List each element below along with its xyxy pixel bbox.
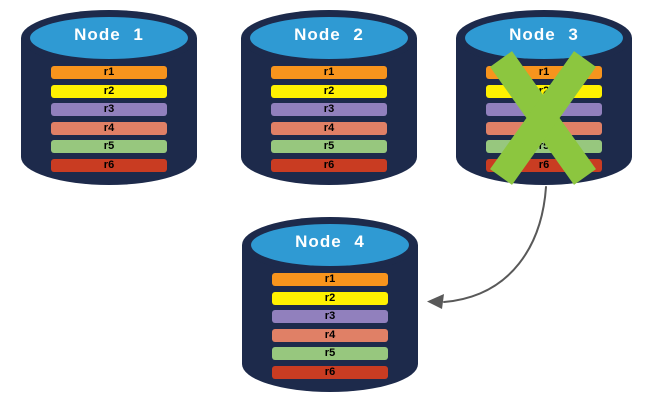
replica-bar-r2: r2	[271, 84, 387, 98]
replica-bar-r5: r5	[272, 347, 388, 360]
replica-bar-r5: r5	[271, 140, 387, 153]
node-4: Node 4 r1 r2 r3 r4 r5 r6	[241, 212, 419, 394]
node-2: Node 2 r1 r2 r3 r4 r5 r6	[240, 5, 418, 187]
cylinder-top-face	[250, 17, 408, 59]
replica-bar-r5: r5	[51, 140, 167, 153]
replica-bar-r4: r4	[272, 328, 388, 342]
replica-bar-r5: r5	[486, 140, 602, 153]
arrowhead-icon	[427, 294, 444, 309]
replica-bar-r4: r4	[271, 121, 387, 135]
replica-bar-r6: r6	[486, 158, 602, 172]
node-3: Node 3 r1 r2 r3 r4 r5 r6	[455, 5, 633, 187]
arrow-curve	[443, 186, 547, 303]
replica-bar-r1: r1	[271, 66, 387, 79]
replica-bar-r1: r1	[51, 66, 167, 79]
replica-bar-r2: r2	[272, 291, 388, 305]
replica-list: r1 r2 r3 r4 r5 r6	[272, 273, 388, 379]
replica-bar-r6: r6	[51, 158, 167, 172]
replica-list: r1 r2 r3 r4 r5 r6	[486, 66, 602, 172]
replica-bar-r6: r6	[272, 365, 388, 379]
replica-bar-r4: r4	[51, 121, 167, 135]
replica-bar-r3: r3	[51, 103, 167, 116]
replica-list: r1 r2 r3 r4 r5 r6	[271, 66, 387, 172]
node-1: Node 1 r1 r2 r3 r4 r5 r6	[20, 5, 198, 187]
node-title: Node 2	[294, 25, 364, 44]
replica-bar-r3: r3	[486, 103, 602, 116]
replica-bar-r1: r1	[486, 66, 602, 79]
cylinder-top-face	[251, 224, 409, 266]
replica-bar-r3: r3	[272, 310, 388, 323]
replica-bar-r3: r3	[271, 103, 387, 116]
replica-bar-r2: r2	[486, 84, 602, 98]
node-title: Node 1	[74, 25, 144, 44]
replica-bar-r4: r4	[486, 121, 602, 135]
cylinder-top-face	[465, 17, 623, 59]
cylinder-top-face	[30, 17, 188, 59]
replica-bar-r1: r1	[272, 273, 388, 286]
node-title: Node 3	[509, 25, 579, 44]
replica-bar-r6: r6	[271, 158, 387, 172]
node-title: Node 4	[295, 232, 365, 251]
replica-bar-r2: r2	[51, 84, 167, 98]
replica-list: r1 r2 r3 r4 r5 r6	[51, 66, 167, 172]
